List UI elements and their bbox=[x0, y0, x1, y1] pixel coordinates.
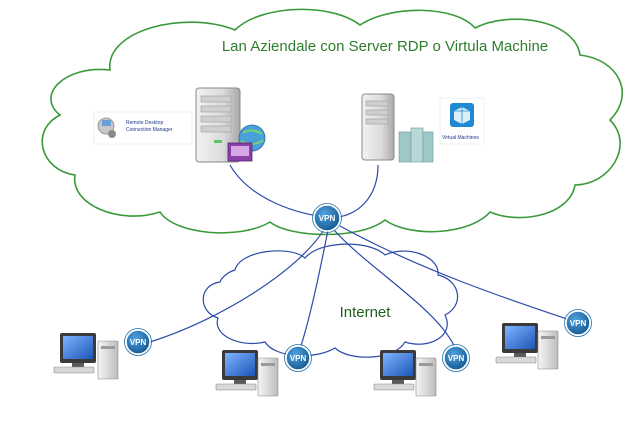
client-computer-1 bbox=[53, 333, 119, 380]
vpn-badge-client-4: VPN bbox=[564, 309, 592, 337]
client-computer-3 bbox=[373, 350, 437, 397]
vpn-badge-client-3: VPN bbox=[442, 344, 470, 372]
rdp-caption-line1: Remote Desktop bbox=[126, 120, 163, 126]
link-client-2 bbox=[297, 229, 329, 356]
vpn-label-client-1: VPN bbox=[130, 338, 147, 347]
vpn-badge-client-2: VPN bbox=[284, 344, 312, 372]
remote-desktop-icon bbox=[227, 124, 266, 162]
client-computer-2 bbox=[215, 350, 279, 397]
vpn-hub-label: VPN bbox=[319, 214, 336, 223]
link-client-3 bbox=[333, 229, 457, 351]
link-client-1 bbox=[149, 227, 326, 343]
lan-cloud bbox=[41, 8, 623, 236]
link-vm-server bbox=[337, 164, 379, 218]
client-computer-4 bbox=[495, 323, 559, 370]
vpn-hub: VPN bbox=[312, 203, 342, 233]
rdp-caption-line2: Connection Manager bbox=[126, 127, 173, 133]
vpn-badge-client-1: VPN bbox=[124, 328, 152, 356]
internet-label: Internet bbox=[339, 304, 391, 321]
link-client-4 bbox=[339, 225, 571, 321]
vpn-label-client-3: VPN bbox=[448, 354, 465, 363]
virtual-machines-badge: Virtual Machines bbox=[439, 97, 485, 145]
lan-title: Lan Aziendale con Server RDP o Virtula M… bbox=[221, 38, 549, 55]
internet-cloud bbox=[202, 243, 459, 358]
vm-stack-icon bbox=[398, 127, 434, 163]
vm-server bbox=[361, 93, 395, 161]
rdp-connection-manager-badge: Remote Desktop Connection Manager bbox=[93, 111, 193, 145]
vpn-label-client-2: VPN bbox=[290, 354, 307, 363]
vm-caption: Virtual Machines bbox=[442, 135, 479, 141]
vpn-label-client-4: VPN bbox=[570, 319, 587, 328]
